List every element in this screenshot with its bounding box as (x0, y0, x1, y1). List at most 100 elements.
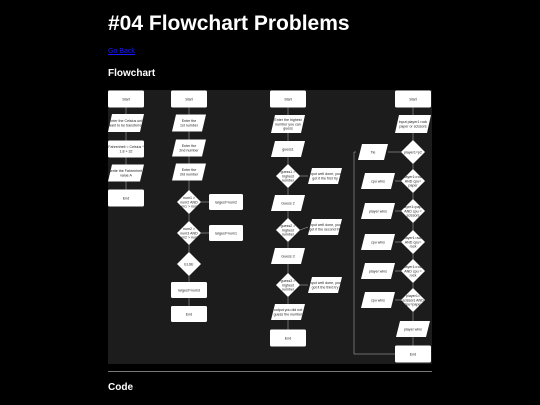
flowchart-node-text: input well done, you (309, 172, 341, 176)
flowchart-node-text: Start (409, 97, 417, 101)
flowchart-node-col4-start: Start (395, 90, 431, 108)
flowchart-node-text: ELSE (184, 262, 194, 266)
flowchart-connector (299, 226, 309, 231)
flowchart-node-text: num2 > num1 (178, 236, 200, 240)
flowchart-node-col4-out4: player wins (361, 263, 395, 279)
flowchart-node-col3-end: End (270, 329, 306, 347)
flowchart-node-text: scissors (407, 214, 420, 218)
section-divider (108, 371, 432, 372)
flowchart-node-text: Tie (371, 150, 376, 154)
flowchart-node-text: player1=scis (403, 236, 423, 240)
flowchart-node-text: input well done, you (309, 281, 341, 285)
flowchart-node-text: want to be transferred (109, 123, 144, 127)
flowchart-node-text: End (285, 336, 291, 340)
flowchart-node-col3-input2: guess1 (271, 141, 305, 157)
flowchart-node-text: AND cpu= (405, 240, 421, 244)
flowchart-node-text: got it the first try (312, 176, 338, 180)
flowchart-node-text: guess (283, 127, 293, 131)
flowchart-node-text: number (282, 233, 295, 237)
flowchart-node-text: player wins (369, 209, 387, 213)
flowchart-node-text: End (410, 352, 416, 356)
flowchart-node-text: Start (284, 97, 292, 101)
flowchart-node-text: cpu wins (371, 240, 385, 244)
flowchart-node-text: 2nd number (179, 148, 199, 152)
flowchart-node-text: Guess 2 (281, 201, 294, 205)
flowchart-heading: Flowchart (108, 68, 156, 79)
flowchart-node-text: num2 AND (180, 200, 198, 204)
flowchart-node-col4-process1: Tie (358, 144, 388, 160)
flowchart-node-text: Enter the (182, 144, 197, 148)
flowchart-node-col4-out1: cpu wins (361, 173, 395, 189)
flowchart-node-text: largest=num2 (215, 200, 237, 204)
flowchart-node-text: got it the third try (312, 285, 339, 289)
flowchart-node-text: num2 > (183, 227, 195, 231)
flowchart-node-text: player wins (404, 327, 422, 331)
flowchart-node-col4-end: End (395, 345, 431, 363)
flowchart-node-text: output you did not (274, 308, 303, 312)
flowchart-node-text: number (282, 179, 295, 183)
flowchart-node-text: Start (122, 97, 130, 101)
flowchart-node-text: 3rd number (180, 172, 199, 176)
flowchart-node-col1-start: Start (108, 90, 144, 108)
flowchart-node-text: player1= (406, 294, 420, 298)
flowchart-node-col4-out6: player wins (396, 321, 430, 337)
flowchart-node-col3-input4: Guess 3 (271, 248, 305, 264)
flowchart-node-col4-out3: cpu wins (361, 234, 395, 250)
flowchart-node-text: number (282, 288, 295, 292)
flowchart-node-text: player1=p2 (404, 150, 422, 154)
flowchart-node-col2-out2: largest=num1 (209, 225, 243, 241)
go-back-link[interactable]: Go Back (108, 48, 135, 55)
flowchart-node-text: paper or scissors (399, 124, 427, 128)
page-title: #04 Flowchart Problems (108, 12, 350, 35)
flowchart-node-text: End (123, 196, 129, 200)
flowchart-node-col4-out2: player wins (361, 203, 395, 219)
flowchart-node-text: largest=num3 (178, 288, 200, 292)
flowchart-node-text: rock (410, 245, 417, 249)
flowchart-node-text: Fahrenheit = Celsius * (108, 145, 144, 149)
flowchart-node-text: Enter the Celsius unit (109, 119, 143, 123)
flowchart-connector (353, 151, 395, 355)
flowchart-node-text: guess1 > (281, 170, 296, 174)
flowchart-node-col3-start: Start (270, 90, 306, 108)
flowchart-node-text: player1=paper (401, 205, 425, 209)
flowchart-node-text: write the Fahrenheit (110, 169, 142, 173)
flowchart-node-text: value A (120, 173, 132, 177)
flowchart-node-text: End (186, 312, 192, 316)
flowchart-node-text: largest=num1 (215, 231, 237, 235)
flowchart-node-text: rock (410, 274, 417, 278)
flowchart-node-text: scissors AND (402, 298, 424, 302)
flowchart-node-text: input well done, you (309, 223, 341, 227)
flowchart-node-text: Guess 3 (281, 254, 294, 258)
flowchart-node-col4-decision1: player1=p2 (401, 140, 425, 164)
flowchart-node-col1-process1: Fahrenheit = Celsius *1.8 + 32 (108, 140, 144, 158)
flowchart-node-text: guess the number (274, 312, 304, 316)
flowchart-node-text: Enter the (182, 168, 197, 172)
flowchart-node-text: guess1 (282, 147, 294, 151)
flowchart-node-text: num1 > (183, 196, 195, 200)
flowchart-node-col2-start: Start (171, 90, 207, 108)
flowchart-node-text: num1 > num3 (178, 205, 200, 209)
flowchart-node-text: input player1 rock (399, 120, 428, 124)
flowchart-node-text: 1st number (180, 123, 199, 127)
flowchart-node-text: guess3 > (281, 279, 296, 283)
flowchart-node-col3-input3: Guess 2 (271, 195, 305, 211)
flowchart-node-text: cpu wins (371, 298, 385, 302)
flowchart-node-col2-out3: largest=num3 (171, 282, 207, 298)
code-heading: Code (108, 382, 133, 393)
